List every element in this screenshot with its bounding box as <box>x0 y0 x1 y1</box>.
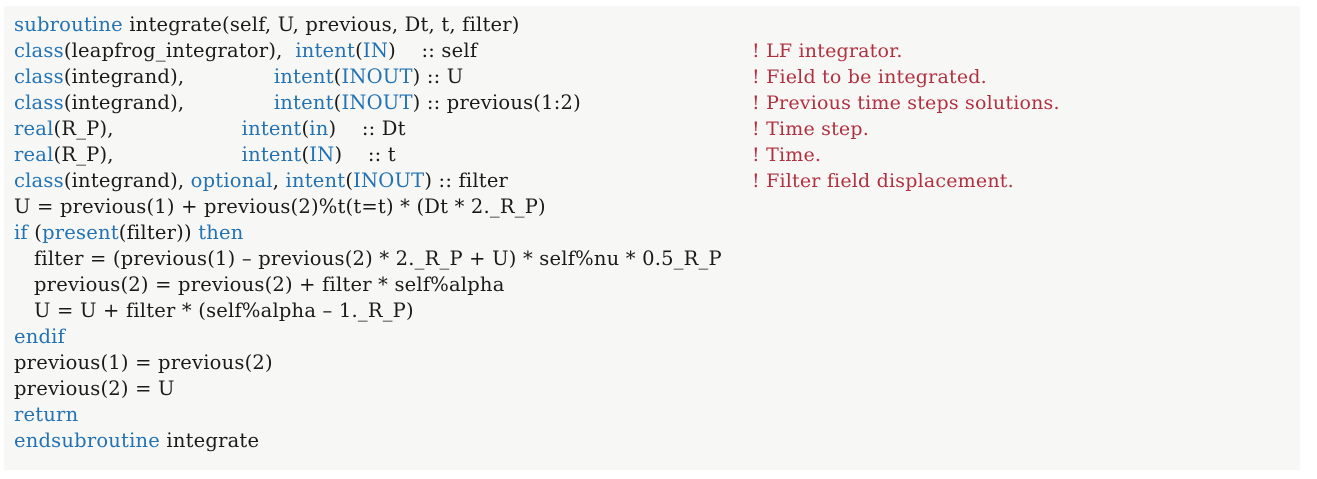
code-line: subroutine integrate(self, U, previous, … <box>4 12 1300 38</box>
code-token: ( <box>345 169 354 192</box>
code-keyword: then <box>198 221 244 244</box>
code-token: ( <box>333 91 342 114</box>
code-comment: ! LF integrator. <box>752 40 903 62</box>
code-token: (integrand), <box>63 91 274 114</box>
code-token: U = U + filter * (self%alpha – 1._R_P) <box>34 299 414 322</box>
code-line-text: U = U + filter * (self%alpha – 1._R_P) <box>4 298 414 324</box>
code-token: , <box>272 169 286 192</box>
code-keyword: endif <box>14 325 66 348</box>
code-line: U = previous(1) + previous(2)%t(t=t) * (… <box>4 194 1300 220</box>
code-keyword: INOUT <box>341 91 413 114</box>
code-token: ) :: Dt <box>328 117 406 140</box>
code-comment: ! Time step. <box>752 118 869 140</box>
code-line: U = U + filter * (self%alpha – 1._R_P) <box>4 298 1300 324</box>
code-line-text: endsubroutine integrate <box>4 428 259 454</box>
code-line: if (present(filter)) then <box>4 220 1300 246</box>
code-line-text: if (present(filter)) then <box>4 220 243 246</box>
code-token: previous(2) = previous(2) + filter * sel… <box>34 273 505 296</box>
code-comment: ! Field to be integrated. <box>752 66 987 88</box>
code-token: ( <box>333 65 342 88</box>
code-comment: ! Time. <box>752 144 822 166</box>
code-line: previous(2) = previous(2) + filter * sel… <box>4 272 1300 298</box>
code-keyword: class <box>14 91 64 114</box>
code-token: U = previous(1) + previous(2)%t(t=t) * (… <box>14 195 546 218</box>
code-line-text: class(integrand), intent(INOUT) :: U <box>4 64 463 90</box>
code-token: (integrand), <box>63 169 191 192</box>
code-line-text: subroutine integrate(self, U, previous, … <box>4 12 520 38</box>
code-token: previous(1) = previous(2) <box>14 351 273 374</box>
code-token: previous(2) = U <box>14 377 175 400</box>
code-line: class(leapfrog_integrator), intent(IN) :… <box>4 38 1300 64</box>
code-keyword: endsubroutine <box>14 429 161 452</box>
code-token: ) :: t <box>334 143 396 166</box>
code-token: ( <box>355 39 363 62</box>
code-line-text: previous(2) = U <box>4 376 175 402</box>
code-line-text: previous(2) = previous(2) + filter * sel… <box>4 272 505 298</box>
code-token: (filter)) <box>118 221 199 244</box>
code-line-text: U = previous(1) + previous(2)%t(t=t) * (… <box>4 194 546 220</box>
code-keyword: optional <box>190 169 273 192</box>
code-keyword: real <box>14 117 54 140</box>
code-token: integrate(self, U, previous, Dt, t, filt… <box>122 13 520 36</box>
code-line: class(integrand), intent(INOUT) :: U ! Fi… <box>4 64 1300 90</box>
code-keyword: class <box>14 169 64 192</box>
code-keyword: IN <box>309 143 335 166</box>
code-token: (leapfrog_integrator), <box>63 39 296 62</box>
code-line-text: class(integrand), intent(INOUT) :: previ… <box>4 90 581 116</box>
code-line: previous(2) = U <box>4 376 1300 402</box>
code-token: integrate <box>160 429 260 452</box>
code-line: class(integrand), intent(INOUT) :: previ… <box>4 90 1300 116</box>
code-token: ) :: self <box>388 39 478 62</box>
code-keyword: class <box>14 65 64 88</box>
code-line-text: real(R_P), intent(IN) :: t <box>4 142 396 168</box>
code-line-text: endif <box>4 324 65 350</box>
code-token: ( <box>27 221 43 244</box>
code-token: (integrand), <box>63 65 274 88</box>
code-keyword: INOUT <box>341 65 413 88</box>
code-keyword: return <box>14 403 79 426</box>
code-keyword: class <box>14 39 64 62</box>
code-keyword: subroutine <box>14 13 123 36</box>
code-line: return <box>4 402 1300 428</box>
code-token: (R_P), <box>53 117 242 140</box>
code-line: endsubroutine integrate <box>4 428 1300 454</box>
code-keyword: present <box>42 221 119 244</box>
code-comment: ! Previous time steps solutions. <box>752 92 1060 114</box>
code-line-text: real(R_P), intent(in) :: Dt <box>4 116 406 142</box>
code-token: ( <box>301 143 310 166</box>
code-token: ) :: filter <box>424 169 509 192</box>
code-line-text: filter = (previous(1) – previous(2) * 2.… <box>4 246 722 272</box>
code-keyword: intent <box>295 39 356 62</box>
code-keyword: intent <box>285 169 346 192</box>
code-line: previous(1) = previous(2) <box>4 350 1300 376</box>
code-keyword: intent <box>241 117 302 140</box>
code-token: ( <box>301 117 310 140</box>
code-line: class(integrand), optional, intent(INOUT… <box>4 168 1300 194</box>
code-line: filter = (previous(1) – previous(2) * 2.… <box>4 246 1300 272</box>
code-line: endif <box>4 324 1300 350</box>
code-line-text: class(integrand), optional, intent(INOUT… <box>4 168 508 194</box>
code-keyword: intent <box>241 143 302 166</box>
code-keyword: if <box>14 221 28 244</box>
code-line-text: return <box>4 402 78 428</box>
code-keyword: IN <box>362 39 389 62</box>
code-line: real(R_P), intent(in) :: Dt ! Time step. <box>4 116 1300 142</box>
code-keyword: in <box>309 117 329 140</box>
code-line: real(R_P), intent(IN) :: t ! Time. <box>4 142 1300 168</box>
code-line-text: class(leapfrog_integrator), intent(IN) :… <box>4 38 477 64</box>
code-listing: subroutine integrate(self, U, previous, … <box>4 6 1300 470</box>
code-line-text: previous(1) = previous(2) <box>4 350 273 376</box>
code-token: ) :: previous(1:2) <box>412 91 581 114</box>
code-comment: ! Filter field displacement. <box>752 170 1014 192</box>
code-token: ) :: U <box>412 65 464 88</box>
code-keyword: intent <box>273 65 334 88</box>
code-token: filter = (previous(1) – previous(2) * 2.… <box>34 247 722 270</box>
code-token: (R_P), <box>53 143 242 166</box>
code-keyword: INOUT <box>353 169 425 192</box>
code-keyword: intent <box>273 91 334 114</box>
code-keyword: real <box>14 143 54 166</box>
